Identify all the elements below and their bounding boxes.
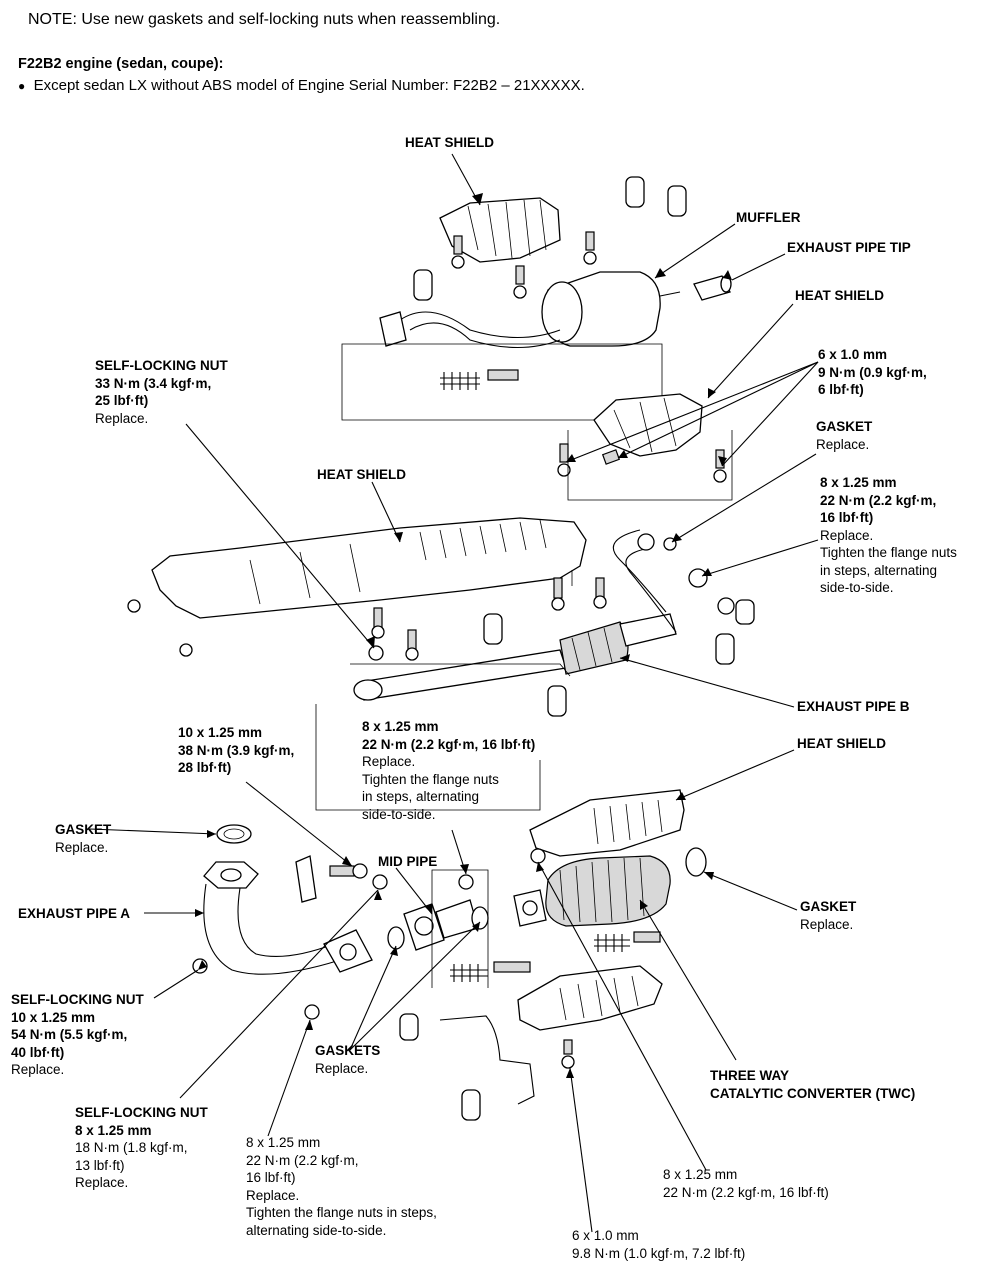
spring-bolts-lower xyxy=(450,931,661,982)
hangers-lower xyxy=(399,1013,535,1121)
label-exhaust-pipe-a: EXHAUST PIPE A xyxy=(18,906,131,921)
bolts-top xyxy=(451,231,597,299)
label-nut-8x125-bottom: 8 x 1.25 mm 22 N·m (2.2 kgf·m, 16 lbf·ft… xyxy=(246,1135,437,1238)
heat-shield-lower-part xyxy=(529,789,685,857)
mid-pipe-part xyxy=(387,899,489,951)
label-muffler: MUFFLER xyxy=(736,210,801,225)
label-twc: THREE WAY CATALYTIC CONVERTER (TWC) xyxy=(710,1068,916,1101)
gasket-lower-right-part xyxy=(685,847,707,877)
heat-shield-mid-part xyxy=(151,517,587,619)
label-mid-pipe: MID PIPE xyxy=(378,854,438,869)
heat-shield-bottom-part xyxy=(517,965,663,1031)
label-gasket-lower-right: GASKET Replace. xyxy=(800,899,857,932)
hangers-top xyxy=(413,176,687,301)
leader-lines xyxy=(89,153,819,1233)
guide-frame-mid xyxy=(315,704,541,811)
exhaust-tip-part xyxy=(693,275,732,301)
label-nut-8x125-twc: 8 x 1.25 mm 22 N·m (2.2 kgf·m, 16 lbf·ft… xyxy=(663,1167,829,1200)
label-self-locking-nut-bottom: SELF-LOCKING NUT 8 x 1.25 mm 18 N·m (1.8… xyxy=(75,1105,208,1190)
guide-frame-lower xyxy=(431,869,489,988)
spring-bolt-top xyxy=(440,369,519,390)
label-bolt-6x1-bottom: 6 x 1.0 mm 9.8 N·m (1.0 kgf·m, 7.2 lbf·f… xyxy=(572,1228,746,1261)
label-heat-shield-top: HEAT SHIELD xyxy=(405,135,495,150)
note-text: NOTE: Use new gaskets and self-locking n… xyxy=(28,11,501,28)
guide-line-b xyxy=(350,663,571,677)
label-exhaust-pipe-tip: EXHAUST PIPE TIP xyxy=(787,240,911,255)
gasket-b-part xyxy=(663,537,708,588)
engine-title: F22B2 engine (sedan, coupe): xyxy=(18,56,224,72)
bolt-10x125-part xyxy=(295,855,368,903)
nuts-lower xyxy=(304,874,575,1069)
nuts-mid xyxy=(127,599,384,661)
bullet-dot-icon: ● xyxy=(18,79,26,93)
bolts-mid xyxy=(371,577,607,661)
hangers-mid xyxy=(483,597,755,717)
muffler-part xyxy=(379,271,681,349)
twc-part xyxy=(513,848,671,927)
label-gasket-right: GASKET Replace. xyxy=(816,419,873,452)
label-heat-shield-mid: HEAT SHIELD xyxy=(317,467,407,482)
exhaust-pipe-a-part xyxy=(192,861,373,975)
label-gasket-left: GASKET Replace. xyxy=(55,822,112,855)
label-nut-8x125-mid: 8 x 1.25 mm 22 N·m (2.2 kgf·m, 16 lbf·ft… xyxy=(362,719,536,822)
bullet-text: Except sedan LX without ABS model of Eng… xyxy=(33,77,585,94)
guide-frame-right xyxy=(567,430,733,501)
label-bolt-6x1-top: 6 x 1.0 mm 9 N·m (0.9 kgf·m, 6 lbf·ft) xyxy=(818,347,927,397)
label-bolt-10x125: 10 x 1.25 mm 38 N·m (3.9 kgf·m, 28 lbf·f… xyxy=(178,725,295,775)
label-nut-8x125-right: 8 x 1.25 mm 22 N·m (2.2 kgf·m, 16 lbf·ft… xyxy=(820,475,957,595)
label-heat-shield-lower: HEAT SHIELD xyxy=(797,736,887,751)
label-heat-shield-right: HEAT SHIELD xyxy=(795,288,885,303)
bullet-item: ● Except sedan LX without ABS model of E… xyxy=(18,77,585,95)
label-gaskets: GASKETS Replace. xyxy=(315,1043,381,1076)
label-self-locking-nut-top: SELF-LOCKING NUT 33 N·m (3.4 kgf·m, 25 l… xyxy=(95,358,228,426)
exhaust-pipe-b-part xyxy=(353,529,677,701)
gasket-left-part xyxy=(216,824,252,844)
label-exhaust-pipe-b: EXHAUST PIPE B xyxy=(797,699,910,714)
label-self-locking-nut-left: SELF-LOCKING NUT 10 x 1.25 mm 54 N·m (5.… xyxy=(11,992,144,1077)
arrowheads xyxy=(195,193,732,1078)
